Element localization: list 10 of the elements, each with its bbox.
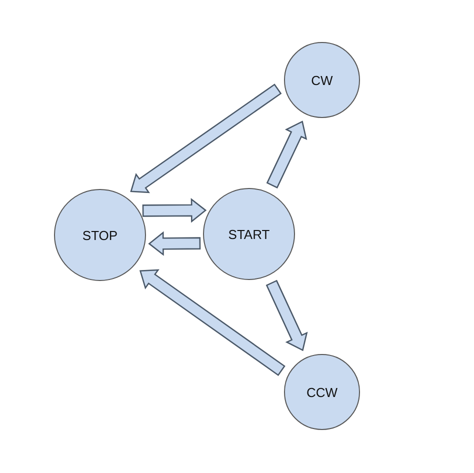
block-arrow: [148, 231, 201, 256]
block-arrow: [266, 120, 308, 188]
state-label: STOP: [82, 228, 118, 242]
state-label: START: [228, 226, 270, 242]
state-label: CCW: [306, 384, 338, 400]
block-arrow: [142, 198, 207, 223]
state-label: CW: [311, 72, 333, 88]
block-arrow: [139, 269, 286, 376]
block-arrow: [266, 280, 308, 352]
block-arrow: [130, 84, 282, 194]
